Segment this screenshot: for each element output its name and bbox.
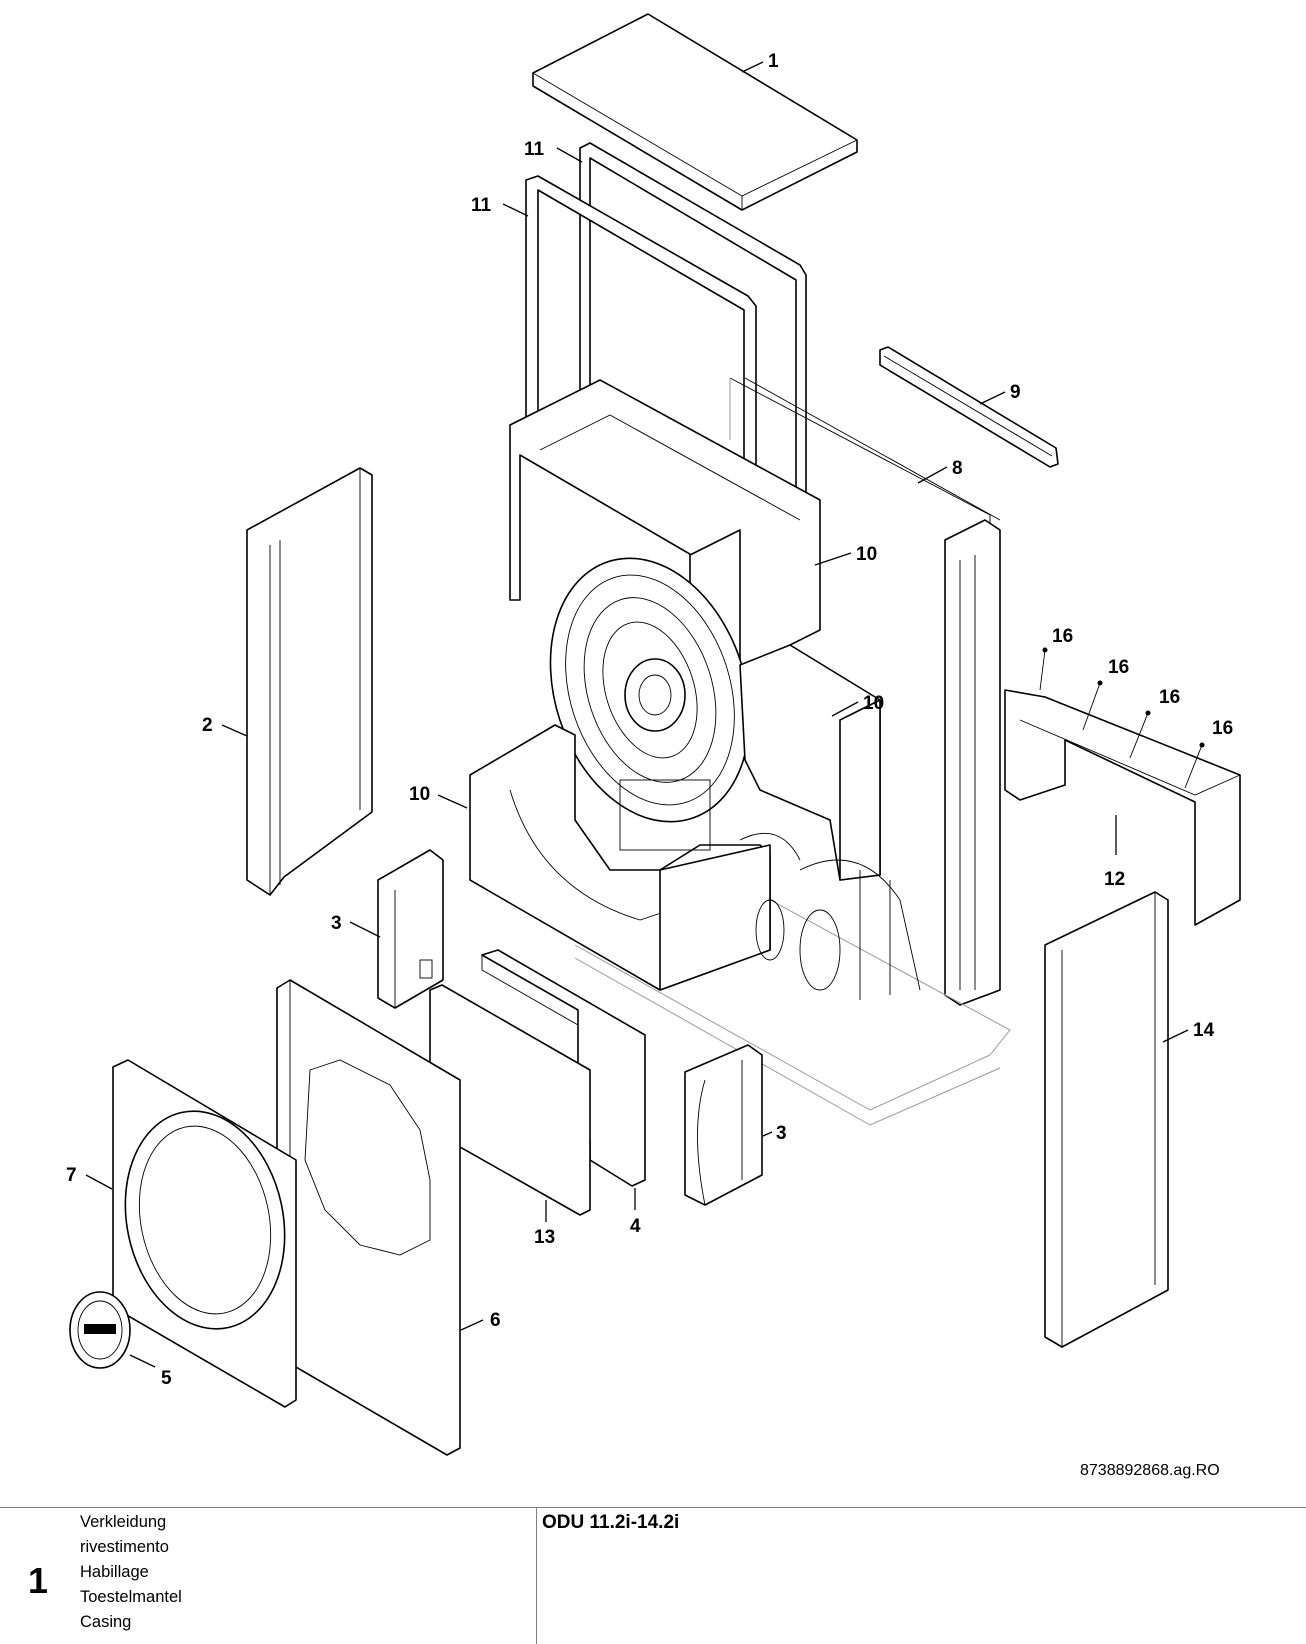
part-3-right-post xyxy=(684,1044,763,1206)
base-tray xyxy=(574,869,1011,1126)
part-10-lower-shroud xyxy=(469,724,771,991)
callout-6: 6 xyxy=(490,1310,501,1331)
name-de: Verkleidung xyxy=(80,1513,167,1531)
part-12-right-cover xyxy=(1004,689,1241,926)
callout-10: 10 xyxy=(863,693,884,714)
part-9-rail xyxy=(879,346,1059,468)
callout-5: 5 xyxy=(161,1368,172,1389)
name-it: rivestimento xyxy=(80,1538,169,1556)
model-name: ODU 11.2i-14.2i xyxy=(542,1512,680,1533)
callout-11: 11 xyxy=(524,139,545,160)
callout-16: 16 xyxy=(1052,626,1073,647)
callout-7: 7 xyxy=(66,1165,77,1186)
compressor-assembly xyxy=(619,779,921,1000)
callout-16: 16 xyxy=(1159,687,1180,708)
page-number: 1 xyxy=(28,1560,49,1601)
callout-16: 16 xyxy=(1212,718,1233,739)
callout-12: 12 xyxy=(1104,869,1125,890)
callout-2: 2 xyxy=(202,715,213,736)
callout-3: 3 xyxy=(776,1123,787,1144)
column-divider xyxy=(536,1508,537,1644)
callout-13: 13 xyxy=(534,1227,555,1248)
part-8-coil xyxy=(729,377,1001,1006)
name-en: Casing xyxy=(80,1613,132,1631)
part-group-names: Verkleidung rivestimento Habillage Toest… xyxy=(80,1510,182,1635)
fan-assembly xyxy=(549,557,751,823)
callout-11: 11 xyxy=(471,195,492,216)
callout-14: 14 xyxy=(1193,1020,1215,1041)
part-14-right-panel xyxy=(1044,891,1169,1348)
name-nl: Toestelmantel xyxy=(80,1588,182,1606)
callout-1: 1 xyxy=(768,51,779,72)
part-1-top-cover xyxy=(532,13,858,211)
part-2-left-panel xyxy=(246,467,373,896)
part-3-left-post xyxy=(377,849,444,1009)
callout-10: 10 xyxy=(409,784,430,805)
leader-lines xyxy=(85,61,1189,1368)
callout-10: 10 xyxy=(856,544,877,565)
callout-8: 8 xyxy=(952,458,963,479)
part-7-front-grille xyxy=(112,1059,297,1408)
callout-4: 4 xyxy=(630,1216,641,1237)
name-fr: Habillage xyxy=(80,1563,149,1581)
title-block: 1 Verkleidung rivestimento Habillage Toe… xyxy=(0,1507,1306,1644)
callout-9: 9 xyxy=(1010,382,1021,403)
part-5-badge xyxy=(69,1291,131,1369)
callout-labels: 1 11 11 9 8 10 10 10 2 16 16 16 16 12 3 … xyxy=(66,51,1233,1389)
exploded-casing-diagram: 1 11 11 9 8 10 10 10 2 16 16 16 16 12 3 … xyxy=(66,13,1241,1456)
callout-16: 16 xyxy=(1108,657,1129,678)
callout-3: 3 xyxy=(331,913,342,934)
drawing-reference: 8738892868.ag.RO xyxy=(1080,1462,1220,1479)
part-16-screws xyxy=(1039,647,1205,789)
part-10-middle-shroud xyxy=(739,644,881,881)
